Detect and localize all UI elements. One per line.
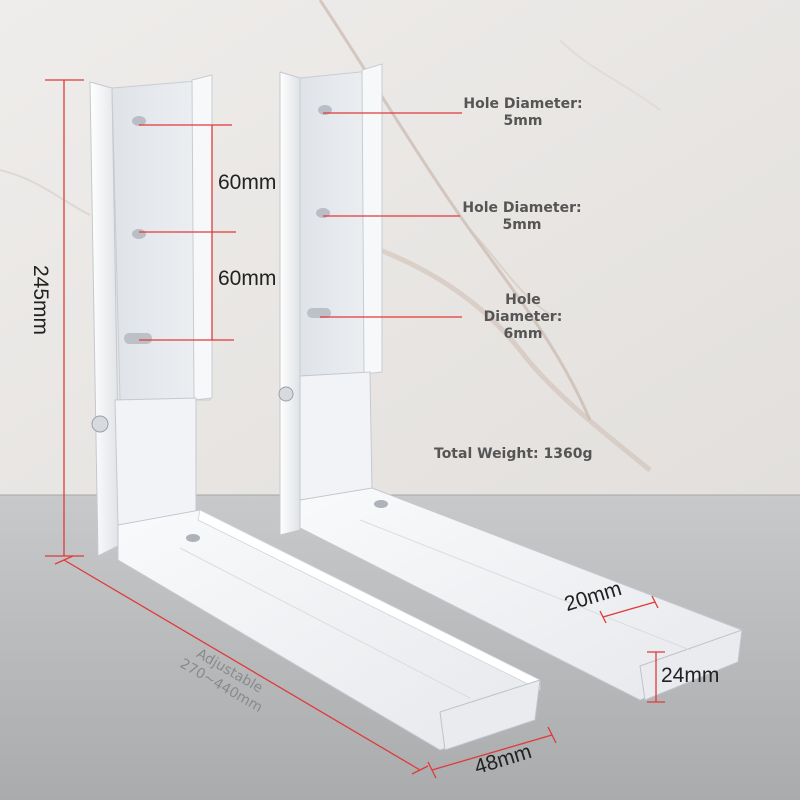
- arm-thickness-dimension-label: 24mm: [661, 664, 720, 687]
- slot-hole: [307, 308, 331, 318]
- hole-diameter-annotation-1: Hole Diameter: 5mm: [455, 96, 591, 130]
- bolt: [278, 386, 294, 402]
- hole: [132, 229, 146, 239]
- slot-hole: [124, 333, 152, 344]
- hole: [132, 116, 146, 126]
- hole-label: Hole: [505, 292, 541, 308]
- hole-diameter-value: 5mm: [503, 113, 543, 129]
- total-weight-label: Total Weight: 1360g: [434, 446, 593, 462]
- hole-spacing-top-label: 60mm: [218, 171, 277, 194]
- screw: [186, 534, 200, 542]
- bolt: [91, 415, 109, 433]
- hole-diameter-title: Hole Diameter:: [463, 96, 583, 112]
- hole-spacing-bottom-label: 60mm: [218, 267, 277, 290]
- hole-diameter-value: 5mm: [502, 217, 542, 233]
- diameter-label: Diameter:: [483, 309, 563, 325]
- hole-diameter-value: 6mm: [503, 326, 543, 342]
- height-dimension-label: 245mm: [29, 264, 52, 336]
- dimension-lines: [45, 79, 665, 779]
- hole-diameter-annotation-3: Hole Diameter: 6mm: [470, 292, 576, 343]
- screw: [374, 500, 388, 508]
- hole-diameter-title: Hole Diameter:: [462, 200, 582, 216]
- left-bracket: [89, 74, 541, 751]
- right-bracket: [278, 63, 743, 701]
- hole-diameter-annotation-2: Hole Diameter: 5mm: [454, 200, 590, 234]
